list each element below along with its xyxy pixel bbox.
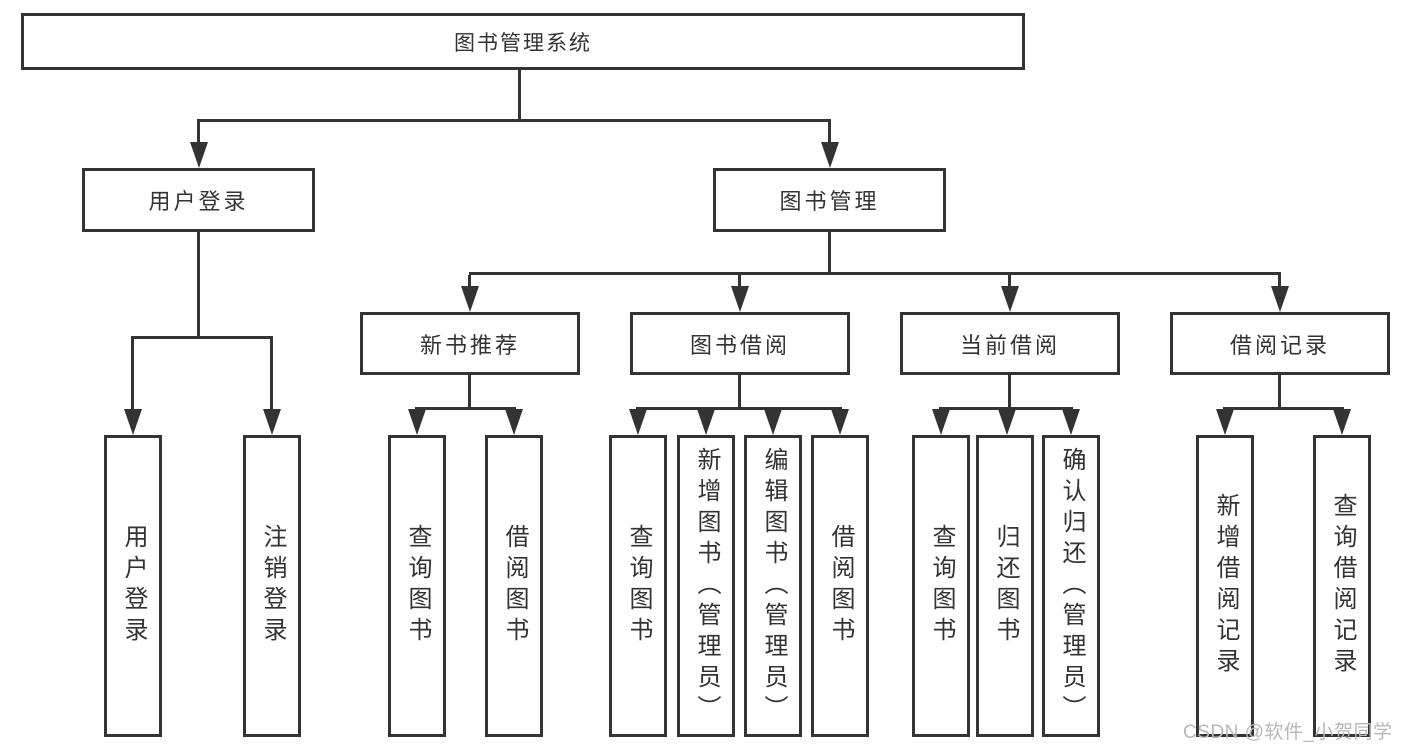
leaf-add-books-admin: 新增图书（管理员） <box>677 435 735 737</box>
leaf-query-books-current: 查询图书 <box>912 435 970 737</box>
arrow-down-icon <box>932 409 950 435</box>
leaf-label: 查询图书 <box>928 524 955 648</box>
node-borrowing-records: 借阅记录 <box>1170 312 1390 375</box>
connector-book-management-drop <box>828 122 831 143</box>
connector-leaf-drop <box>131 339 134 409</box>
arrow-down-icon <box>1333 409 1351 435</box>
leaf-label: 新增借阅记录 <box>1212 493 1239 679</box>
arrow-down-icon <box>1216 409 1234 435</box>
leaf-borrow-books: 借阅图书 <box>811 435 869 737</box>
connector-group-hbar <box>636 407 842 410</box>
connector-level3-drop <box>1008 275 1011 286</box>
node-current-borrowing: 当前借阅 <box>900 312 1120 375</box>
arrow-down-icon <box>629 409 647 435</box>
arrow-down-icon <box>831 409 849 435</box>
leaf-label: 借阅图书 <box>501 524 528 648</box>
leaf-add-borrow-record: 新增借阅记录 <box>1196 435 1254 737</box>
leaf-logout: 注销登录 <box>243 435 301 737</box>
node-label: 图书管理系统 <box>454 31 592 55</box>
arrow-down-icon <box>1062 409 1080 435</box>
leaf-user-login: 用户登录 <box>104 435 162 737</box>
connector-user-login-hbar <box>131 336 273 339</box>
node-book-borrowing: 图书借阅 <box>630 312 850 375</box>
leaf-borrow-books-recommendation: 借阅图书 <box>485 435 543 737</box>
connector-user-login-drop <box>197 122 200 143</box>
connector-level3-drop <box>468 275 471 286</box>
leaf-query-books-recommendation: 查询图书 <box>388 435 446 737</box>
leaf-label: 查询借阅记录 <box>1329 493 1356 679</box>
leaf-label: 注销登录 <box>259 524 286 648</box>
arrow-down-icon <box>124 409 142 435</box>
node-library-management-system: 图书管理系统 <box>21 13 1025 70</box>
connector-group-stem <box>1008 375 1011 407</box>
arrow-down-icon <box>408 409 426 435</box>
arrow-down-icon <box>821 142 839 168</box>
arrow-down-icon <box>1271 286 1289 312</box>
node-label: 图书管理 <box>779 189 880 214</box>
leaf-query-books-borrowing: 查询图书 <box>609 435 667 737</box>
connector-group-stem <box>1278 375 1281 407</box>
arrow-down-icon <box>764 409 782 435</box>
connector-user-login-stem <box>197 232 200 336</box>
leaf-label: 用户登录 <box>120 524 147 648</box>
watermark-text: CSDN @软件_小贺同学 <box>1183 722 1393 743</box>
connector-book-management-stem <box>828 232 831 272</box>
arrow-down-icon <box>263 409 281 435</box>
arrow-down-icon <box>1001 286 1019 312</box>
leaf-label: 新增图书（管理员） <box>693 446 720 726</box>
leaf-confirm-return-admin: 确认归还（管理员） <box>1042 435 1100 737</box>
leaf-label: 归还图书 <box>992 524 1019 648</box>
node-new-book-recommendation: 新书推荐 <box>360 312 580 375</box>
arrow-down-icon <box>190 142 208 168</box>
connector-leaf-drop <box>270 339 273 409</box>
leaf-query-borrow-record: 查询借阅记录 <box>1313 435 1371 737</box>
arrow-down-icon <box>505 409 523 435</box>
connector-level3-drop <box>738 275 741 286</box>
connector-root-hbar <box>197 119 831 122</box>
node-label: 用户登录 <box>148 189 249 214</box>
leaf-label: 编辑图书（管理员） <box>760 446 787 726</box>
connector-group-hbar <box>939 407 1073 410</box>
connector-group-hbar <box>415 407 516 410</box>
arrow-down-icon <box>998 409 1016 435</box>
node-user-login: 用户登录 <box>82 168 315 232</box>
node-label: 当前借阅 <box>959 332 1060 358</box>
connector-book-management-hbar <box>469 272 1281 275</box>
leaf-label: 查询图书 <box>625 524 652 648</box>
leaf-return-books: 归还图书 <box>976 435 1034 737</box>
leaf-label: 确认归还（管理员） <box>1058 446 1085 726</box>
node-label: 借阅记录 <box>1229 332 1330 358</box>
connector-group-stem <box>738 375 741 407</box>
arrow-down-icon <box>697 409 715 435</box>
arrow-down-icon <box>461 286 479 312</box>
connector-group-hbar <box>1223 407 1344 410</box>
connector-root-stem <box>518 70 521 120</box>
connector-group-stem <box>468 375 471 407</box>
node-book-management: 图书管理 <box>713 168 946 232</box>
leaf-edit-books-admin: 编辑图书（管理员） <box>744 435 802 737</box>
leaf-label: 查询图书 <box>404 524 431 648</box>
arrow-down-icon <box>731 286 749 312</box>
leaf-label: 借阅图书 <box>827 524 854 648</box>
connector-level3-drop <box>1278 275 1281 286</box>
node-label: 图书借阅 <box>689 332 790 358</box>
node-label: 新书推荐 <box>419 332 520 358</box>
